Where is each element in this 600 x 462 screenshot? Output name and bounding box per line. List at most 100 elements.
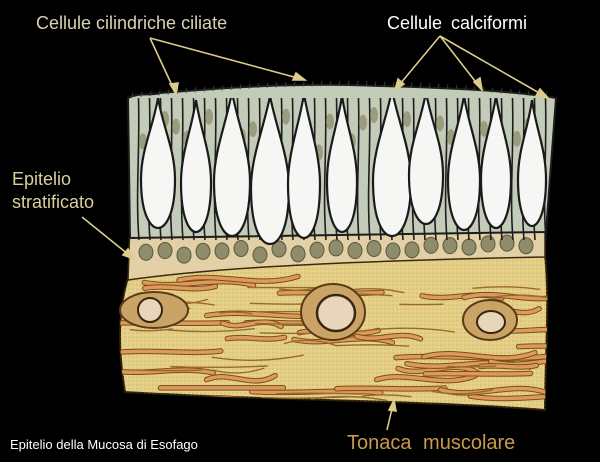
stratified-epithelium-label-line1: Epitelio [12,169,72,189]
cilium [203,86,206,92]
cilium [212,85,215,92]
muscle-fiber [250,389,383,395]
muscle-fiber [423,371,533,376]
cilium [356,80,359,87]
columnar-nucleus [249,121,257,138]
cilium [275,82,278,88]
stratified-nucleus [195,242,211,260]
columnar-nucleus [403,111,411,128]
collagen-fiber [366,327,455,333]
stratified-nucleus [176,246,192,264]
goblet-cell [446,98,482,232]
collagen-fiber [446,365,497,368]
columnar-nucleus [326,113,334,130]
cilium [149,90,152,97]
collagen-fiber [140,369,203,372]
cilium [248,83,251,89]
cilium [482,86,485,92]
cilium [158,90,161,96]
collagen-fiber [336,344,410,347]
cilium [131,92,134,98]
muscular-layer-label: Tonaca muscolare [347,432,516,454]
muscle-fiber [516,343,548,349]
stratified-epithelium-label: Epitelio stratificato [12,168,94,214]
cilium [500,88,503,94]
goblet-cell [479,98,513,230]
goblet-cell [325,98,359,234]
collagen-fiber [219,311,253,315]
muscle-fiber [335,386,447,391]
cilium [176,88,179,94]
cilium [167,89,170,95]
muscle-fiber [204,373,277,383]
figure-caption: Epitelio della Mucosa di Esofago [10,437,198,452]
stratified-nucleus [366,240,382,258]
collagen-fiber [260,396,348,399]
stratified-nucleus [157,242,173,260]
cilium [194,87,197,93]
cilium [392,81,395,87]
muscle-fiber [354,333,423,341]
cilium [221,85,224,91]
goblet-cell [286,98,322,240]
cilium [464,85,467,91]
columnar-nucleus [480,120,488,137]
cilium [257,83,260,89]
collagen-fiber [166,328,255,333]
collagen-fiber [472,286,541,291]
cilium [338,80,341,87]
cilium [185,87,188,94]
cell-wall [136,98,140,241]
stratified-nucleus [328,239,344,257]
cell-wall [367,98,371,241]
cell-wall [510,98,514,241]
stratified-nucleus [404,241,420,259]
cilium [437,83,440,89]
muscle-fiber [422,350,537,360]
cell-nucleus-large [119,283,518,341]
collagen-fiber [212,367,265,374]
cilium [284,81,287,88]
leader-lines [81,35,551,431]
cilium [266,82,269,88]
muscle-fiber [225,335,287,341]
muscle-fiber [120,349,223,355]
cilium [509,88,512,95]
cilium [473,86,476,92]
goblet-cell [179,99,213,234]
goblet-cell [139,98,177,230]
cell-wall [356,98,360,241]
collagen-fiber [211,354,304,362]
stratified-nucleus [442,237,458,255]
muscle-fiber [143,284,218,291]
collagen-fiber [492,294,548,300]
stratified-nucleus [290,245,306,263]
columnar-nucleus [359,114,367,131]
cilium [419,82,422,89]
ciliated-cells-label: Cellule cilindriche ciliate [36,13,228,33]
stratified-epithelium-label-line2: stratificato [12,192,95,212]
muscle-fiber [396,365,480,375]
stratified-nuclei [138,234,534,264]
cilium [383,81,386,87]
columnar-nucleus [205,108,213,125]
cilium [527,90,530,96]
cilium [374,81,377,87]
stratified-nucleus [385,242,401,260]
cilium [140,91,143,97]
columnar-nucleus [513,130,521,147]
cilium [455,84,458,91]
collagen-fiber [275,392,362,395]
muscle-fiber [142,279,256,288]
columnar-nucleus [436,115,444,132]
cilium [230,84,233,90]
muscle-fiber [462,291,548,301]
stratified-nucleus [499,234,515,252]
stratified-nucleus [347,241,363,259]
goblet-cell [407,98,445,226]
muscle-fiber [375,374,477,383]
stratified-nucleus [309,241,325,259]
stratified-nucleus [271,240,287,258]
